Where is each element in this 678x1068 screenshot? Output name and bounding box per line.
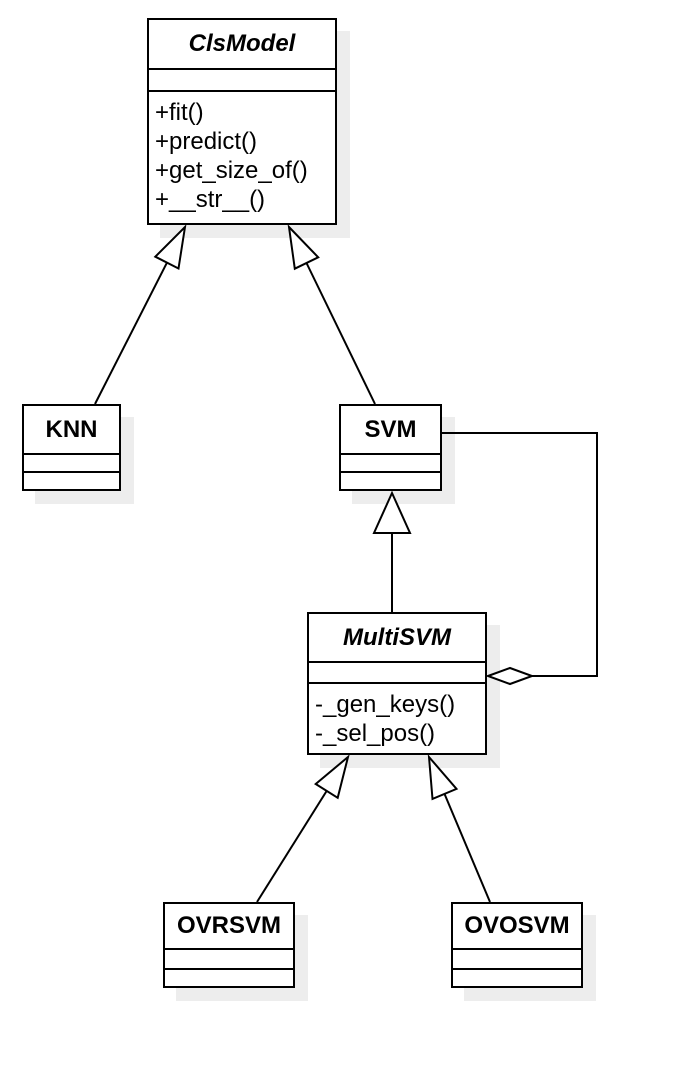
class-name: OVRSVM bbox=[165, 904, 293, 950]
methods-section: +fit() +predict() +get_size_of() +__str_… bbox=[149, 92, 335, 223]
hollow-triangle-arrowhead bbox=[372, 490, 412, 534]
class-box-ovosvm: OVOSVM bbox=[451, 902, 583, 988]
aggregation-diamond bbox=[485, 666, 535, 686]
class-name: OVOSVM bbox=[453, 904, 581, 950]
attributes-section bbox=[24, 455, 119, 473]
hollow-triangle-arrowhead bbox=[287, 224, 320, 271]
attributes-section bbox=[341, 455, 440, 473]
class-name: KNN bbox=[24, 406, 119, 455]
method-item: -_sel_pos() bbox=[315, 720, 436, 747]
generalization-ovrsvm-to-multisvm bbox=[256, 754, 350, 903]
class-box-svm: SVM bbox=[339, 404, 442, 491]
method-item: +get_size_of() bbox=[155, 157, 308, 184]
class-box-multisvm: MultiSVM -_gen_keys() -_sel_pos() bbox=[307, 612, 487, 755]
attributes-section bbox=[453, 950, 581, 970]
hollow-triangle-arrowhead bbox=[427, 754, 459, 801]
aggregation-multisvm-svm bbox=[442, 432, 598, 686]
generalization-ovosvm-to-multisvm bbox=[427, 754, 491, 903]
class-name: ClsModel bbox=[149, 20, 335, 70]
generalization-knn-to-clsmodel bbox=[94, 224, 187, 405]
class-box-knn: KNN bbox=[22, 404, 121, 491]
methods-section bbox=[453, 970, 581, 986]
methods-section bbox=[165, 970, 293, 986]
methods-section: -_gen_keys() -_sel_pos() bbox=[309, 684, 485, 753]
generalization-multisvm-to-svm bbox=[372, 490, 412, 612]
methods-section bbox=[24, 473, 119, 489]
method-item: -_gen_keys() bbox=[315, 691, 456, 718]
attributes-section bbox=[165, 950, 293, 970]
class-name: MultiSVM bbox=[309, 614, 485, 663]
methods-section bbox=[341, 473, 440, 489]
hollow-triangle-arrowhead bbox=[314, 754, 350, 800]
method-item: +fit() bbox=[155, 99, 204, 126]
method-item: +__str__() bbox=[155, 186, 266, 213]
class-name: SVM bbox=[341, 406, 440, 455]
class-box-clsmodel: ClsModel +fit() +predict() +get_size_of(… bbox=[147, 18, 337, 225]
class-box-ovrsvm: OVRSVM bbox=[163, 902, 295, 988]
method-item: +predict() bbox=[155, 128, 258, 155]
attributes-section bbox=[309, 663, 485, 684]
generalization-svm-to-clsmodel bbox=[287, 224, 376, 405]
attributes-section bbox=[149, 70, 335, 92]
hollow-triangle-arrowhead bbox=[153, 224, 187, 271]
